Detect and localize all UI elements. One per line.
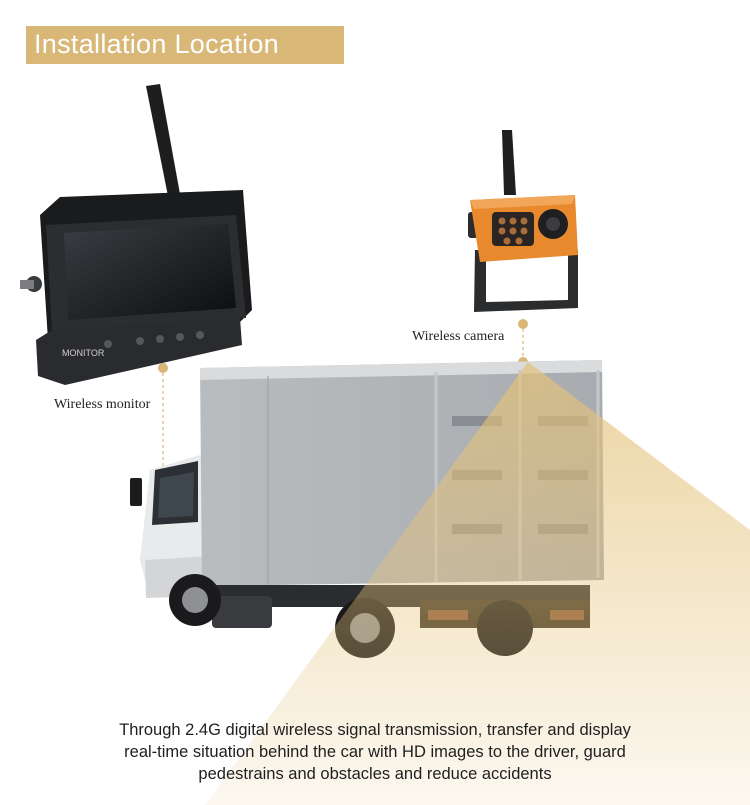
- camera-view-beam: [205, 362, 750, 805]
- caption-line-1: Through 2.4G digital wireless signal tra…: [119, 721, 631, 739]
- camera-pointer: [518, 319, 528, 367]
- page-title: Installation Location: [34, 29, 279, 59]
- title-banner: Installation Location: [26, 26, 344, 64]
- caption-line-3: pedestrains and obstacles and reduce acc…: [198, 765, 552, 783]
- wireless-camera-label: Wireless camera: [412, 329, 505, 344]
- caption-line-2: real-time situation behind the car with …: [124, 743, 626, 761]
- wireless-monitor-label: Wireless monitor: [54, 397, 151, 412]
- description-text: Through 2.4G digital wireless signal tra…: [40, 719, 710, 785]
- wireless-camera-image: [468, 130, 578, 312]
- monitor-brand-text: MONITOR: [62, 348, 105, 358]
- wireless-monitor-image: MONITOR: [20, 84, 252, 385]
